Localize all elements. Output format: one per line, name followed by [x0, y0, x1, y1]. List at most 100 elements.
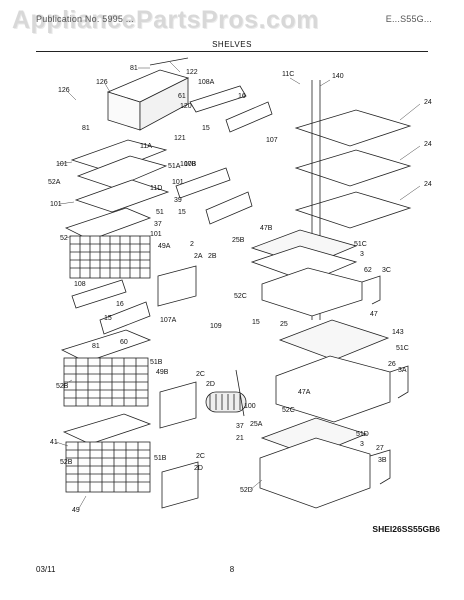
freezer-shelf-top	[106, 57, 190, 131]
callout: 101	[50, 201, 62, 208]
callout: 2D	[206, 381, 215, 388]
callout: 52B	[56, 383, 69, 390]
callout: 37	[236, 423, 244, 430]
callout: 61	[178, 93, 186, 100]
callout: 52D	[240, 487, 253, 494]
callout: 62	[364, 267, 372, 274]
callout: 16	[238, 93, 246, 100]
wire-basket-lower	[62, 413, 152, 493]
callout: 107B	[180, 161, 197, 168]
callout: 25B	[232, 237, 245, 244]
callout: 52C	[282, 407, 295, 414]
callout: 49B	[156, 369, 169, 376]
callout: 2A	[194, 253, 203, 260]
callout: 126	[96, 79, 108, 86]
callout: 16	[116, 301, 124, 308]
wire-basket-upper	[64, 207, 152, 279]
callout: 2D	[194, 465, 203, 472]
callout: 51D	[356, 431, 369, 438]
callout: 24	[424, 99, 432, 106]
callout: 49A	[158, 243, 171, 250]
callout: 49	[72, 507, 80, 514]
callout: 39	[174, 197, 182, 204]
callout: 47B	[260, 225, 273, 232]
callout: 120	[180, 103, 192, 110]
callout: 52C	[234, 293, 247, 300]
callout: 51B	[150, 359, 163, 366]
callout: 108	[184, 161, 196, 168]
callout: 122	[186, 69, 198, 76]
callout: 2	[190, 241, 194, 248]
callout: 109	[210, 323, 222, 330]
callout: 3A	[398, 367, 407, 374]
page-header: Publication No. 5995 ... E...S55G...	[36, 14, 432, 24]
callout: 2C	[196, 453, 205, 460]
callout: 101	[150, 231, 162, 238]
callout: 24	[424, 181, 432, 188]
callout: 52A	[48, 179, 61, 186]
publication-text: Publication No. 5995 ...	[36, 14, 134, 24]
callout: 52B	[60, 459, 73, 466]
door-bins-left	[157, 265, 199, 509]
callout: 51A	[168, 163, 181, 170]
model-text: E...S55G...	[385, 14, 432, 24]
shelf-channels-right	[361, 275, 409, 485]
callout: 140	[332, 73, 344, 80]
callout: 121	[174, 135, 186, 142]
freezer-glass-shelf	[70, 139, 170, 213]
callout: 51C	[396, 345, 409, 352]
page-number: 8	[229, 565, 235, 574]
callout: 3C	[382, 267, 391, 274]
callout: 11D	[150, 185, 162, 192]
callout: 26	[388, 361, 396, 368]
callout: 25	[280, 321, 288, 328]
callout: 3B	[378, 457, 387, 464]
callout: 107A	[160, 317, 177, 324]
callout: 101	[172, 179, 184, 186]
callout: 51	[156, 209, 164, 216]
callout: 41	[50, 439, 58, 446]
callout: 107	[266, 137, 278, 144]
callout: 25A	[250, 421, 263, 428]
callout: 15	[202, 125, 210, 132]
fridge-glass-shelves	[294, 80, 412, 320]
coil-assembly	[205, 369, 247, 417]
drawing-number: SHEI26SS55GB6	[372, 524, 440, 534]
callout: 81	[92, 343, 100, 350]
callout: 27	[376, 445, 384, 452]
callout: 52	[60, 235, 68, 242]
callout: 24	[424, 141, 432, 148]
crisper-drawers	[250, 229, 391, 509]
callout: 51C	[354, 241, 367, 248]
shelf-brackets-center	[71, 85, 273, 335]
callout: 37	[154, 221, 162, 228]
footer-date: 03/11	[36, 565, 56, 574]
title-rule	[36, 51, 428, 52]
callout: 21	[236, 435, 244, 442]
section-title: SHELVES	[212, 40, 252, 49]
callout: 81	[82, 125, 90, 132]
callout: 47	[370, 311, 378, 318]
callout: 11C	[282, 71, 294, 78]
callout: 81	[130, 65, 138, 72]
callout: 47A	[298, 389, 311, 396]
callout-labels: 126 126 81 122 11C 140 108A 16 61 120 15…	[48, 65, 432, 514]
callout: 15	[104, 315, 112, 322]
wire-basket-middle	[60, 329, 152, 407]
callout: 2C	[196, 371, 205, 378]
callout: 143	[392, 329, 404, 336]
callout: 100	[244, 403, 256, 410]
callout: 3	[360, 441, 364, 448]
callout: 11A	[140, 143, 152, 150]
callout: 51B	[154, 455, 167, 462]
callout: 108	[74, 281, 86, 288]
callout: 108A	[198, 79, 215, 86]
callout: 3	[360, 251, 364, 258]
watermark: AppliancePartsPros.com	[12, 6, 319, 34]
callout: 101	[56, 161, 68, 168]
leader-lines	[55, 61, 421, 511]
callout: 126	[58, 87, 70, 94]
callout: 15	[178, 209, 186, 216]
callout: 15	[252, 319, 260, 326]
